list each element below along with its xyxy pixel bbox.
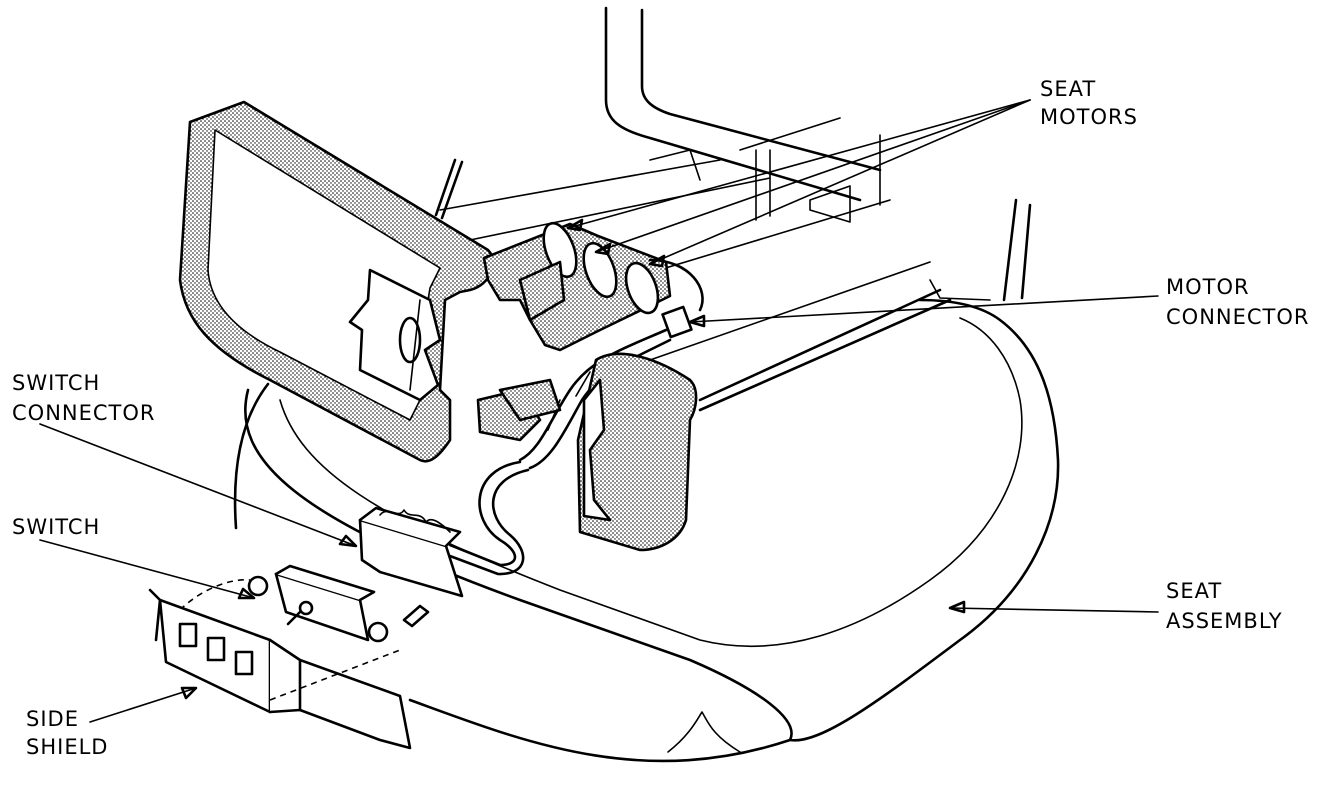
label-side-shield: SIDE SHIELD [26, 707, 108, 759]
leader-lines [39, 99, 1159, 723]
label-switch-connector-line1: SWITCH [12, 371, 100, 395]
label-side-shield-line1: SIDE [26, 707, 79, 731]
label-motor-connector-line2: CONNECTOR [1166, 305, 1310, 329]
side-panel-drawing [178, 100, 495, 463]
side-shield-drawing [148, 588, 412, 750]
seat-motors-drawing [482, 221, 704, 352]
label-seat-assembly: SEAT ASSEMBLY [1166, 579, 1283, 633]
label-switch: SWITCH [12, 515, 100, 539]
label-switch-connector: SWITCH CONNECTOR [12, 371, 156, 425]
seat-assembly-drawing [244, 6, 1060, 763]
label-side-shield-line2: SHIELD [26, 735, 108, 759]
seat-block-drawing [576, 352, 698, 552]
label-seat-motors-line1: SEAT [1040, 77, 1096, 101]
label-motor-connector: MOTOR CONNECTOR [1166, 275, 1310, 329]
label-seat-motors: SEAT MOTORS [1040, 77, 1138, 129]
label-seat-assembly-line2: ASSEMBLY [1166, 609, 1283, 633]
label-seat-motors-line2: MOTORS [1040, 105, 1138, 129]
label-motor-connector-line1: MOTOR [1166, 275, 1250, 299]
switch-connector-drawing [358, 506, 464, 598]
label-seat-assembly-line1: SEAT [1166, 579, 1222, 603]
switch-drawing [179, 564, 430, 643]
label-switch-connector-line2: CONNECTOR [12, 401, 156, 425]
